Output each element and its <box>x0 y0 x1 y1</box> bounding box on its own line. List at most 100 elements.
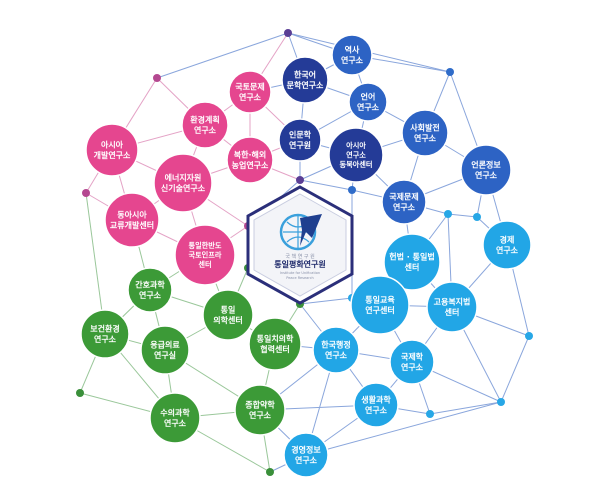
node-label-line: 경영정보 <box>291 445 321 455</box>
node-label-line: 통일치의학 <box>257 334 294 344</box>
node-circle <box>482 220 532 270</box>
node-circle <box>174 224 236 286</box>
node-label-line: 연구소 <box>341 55 364 65</box>
node-circle <box>353 382 399 428</box>
junction-dot <box>76 389 84 397</box>
node-label-line: 헌법 · 통일법 <box>389 252 434 262</box>
node-label-line: 연구소 <box>94 334 117 344</box>
node-label-line: 응급의료 <box>150 340 180 350</box>
node-label-line: 수의과학 <box>160 408 190 418</box>
node-label-line: 의학센터 <box>213 315 242 325</box>
network-edge <box>299 297 353 305</box>
node-label-line: 통일 <box>221 305 236 315</box>
junction-dot <box>426 410 434 418</box>
junction-dot <box>284 29 292 37</box>
node-label-line: 역사 <box>345 45 360 55</box>
node-label-line: 간호과학 <box>135 280 165 290</box>
network-edge <box>500 335 530 403</box>
node-label-line: 협력센터 <box>260 344 289 354</box>
node-label-line: 연구소 <box>139 290 162 300</box>
node-label-line: 연구원 <box>289 140 311 150</box>
node-label-line: 아시아 <box>346 141 366 150</box>
center-hexagon-inner <box>253 193 347 297</box>
node-label-line: 국제문제 <box>389 192 418 202</box>
node-label-line: 연구소 <box>496 245 519 255</box>
node-circle <box>460 144 512 196</box>
node-circle <box>331 34 373 76</box>
node-label-line: 한국행정 <box>321 340 350 350</box>
junction-dot <box>446 68 454 76</box>
node-label-line: 국토인프라 <box>188 251 221 260</box>
network-edge <box>305 401 502 456</box>
node-label-line: 언어 <box>361 92 376 102</box>
node-label-line: 문학연구소 <box>287 80 324 90</box>
node-label-line: 동아시아 <box>117 210 147 220</box>
node-circle <box>350 275 410 335</box>
center-subtitle-1: Institute for Unification <box>280 271 320 275</box>
node-label-line: 연구소 <box>295 455 318 465</box>
node-circle <box>283 432 329 478</box>
node-label-line: 에너지자원 <box>165 173 202 183</box>
network-edge <box>156 32 289 79</box>
junction-dot <box>82 189 90 197</box>
center-title: 통일평화연구원 <box>274 259 326 269</box>
network-edge <box>447 213 478 218</box>
junction-dot <box>473 213 481 221</box>
node-label-line: 종합약학 <box>245 400 275 410</box>
node-circle <box>153 153 213 213</box>
node-label-line: 연구소 <box>401 362 424 372</box>
node-label-line: 동북아센터 <box>339 160 372 169</box>
node-circle <box>383 233 441 291</box>
junction-dot <box>348 186 356 194</box>
node-label-line: 보건환경 <box>90 324 119 334</box>
node-circle <box>234 384 286 436</box>
node-circle <box>281 56 329 104</box>
junction-dot <box>296 176 304 184</box>
node-circle <box>80 309 130 359</box>
node-circle <box>140 325 190 375</box>
junction-dot <box>153 74 161 82</box>
node-label-line: 연구소 <box>325 350 348 360</box>
node-label-line: 농업연구소 <box>232 160 269 170</box>
node-label-line: 연구소 <box>346 151 366 160</box>
node-label-line: 연구소 <box>414 133 437 143</box>
node-label-line: 인문학 <box>289 130 312 140</box>
center-small-title: 국 책 연 구 원 <box>285 253 315 260</box>
node-label-line: 센터 <box>445 307 460 317</box>
node-circle <box>248 317 302 371</box>
node-label-line: 연구소 <box>475 170 498 180</box>
node-label-line: 경제 <box>500 235 515 245</box>
node-label-line: 아시아 <box>101 140 124 150</box>
